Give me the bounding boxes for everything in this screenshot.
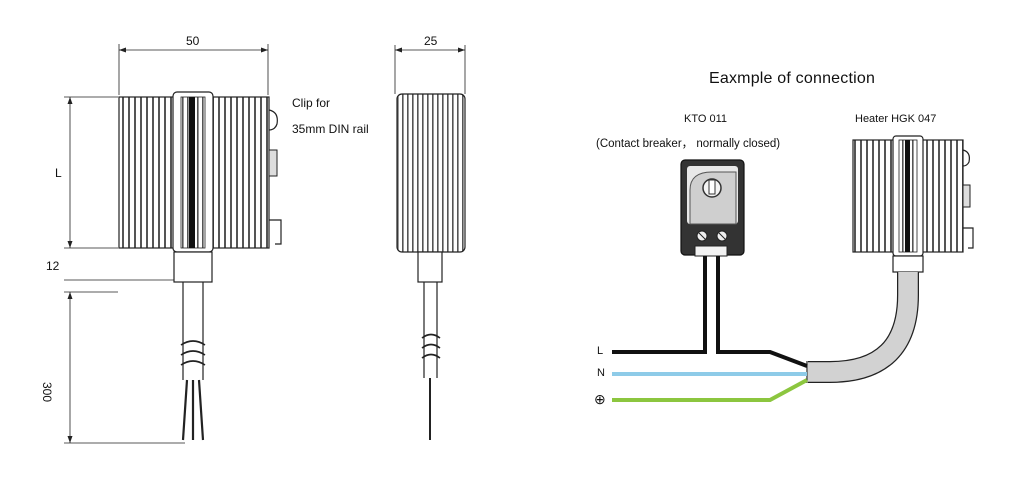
cable-dimension-label: 300: [40, 382, 54, 403]
din-clip: [268, 109, 278, 131]
heater-body-side: [396, 93, 466, 253]
width-dimension-label: 50: [186, 34, 200, 48]
cable-cores: [181, 379, 205, 441]
wire-label-live: L: [597, 345, 604, 357]
length-dimension-label: L: [55, 166, 62, 180]
clip-note-line2: 35mm DIN rail: [292, 122, 369, 136]
side-view: [394, 45, 466, 440]
side-width-dimension-label: 25: [424, 34, 438, 48]
heater-name: Heater HGK 047: [855, 113, 937, 125]
connection-diagram: [612, 135, 974, 402]
breaker-description: (Contact breaker， normally closed): [596, 138, 781, 150]
wire-earth: [612, 378, 808, 402]
wire-label-neutral: N: [597, 367, 605, 379]
clip-note-line1: Clip for: [292, 96, 331, 110]
wire-live: [612, 256, 707, 354]
cable-break-mark: [180, 340, 206, 366]
breaker-name: KTO 011: [684, 113, 728, 125]
wire-live-return: [716, 256, 808, 368]
earth-symbol-icon: ⊕: [594, 391, 606, 407]
cable-gland: [173, 251, 213, 283]
gap-dimension-label: 12: [46, 259, 60, 273]
front-view: [64, 44, 282, 444]
connection-title: Eaxmple of connection: [709, 70, 876, 87]
